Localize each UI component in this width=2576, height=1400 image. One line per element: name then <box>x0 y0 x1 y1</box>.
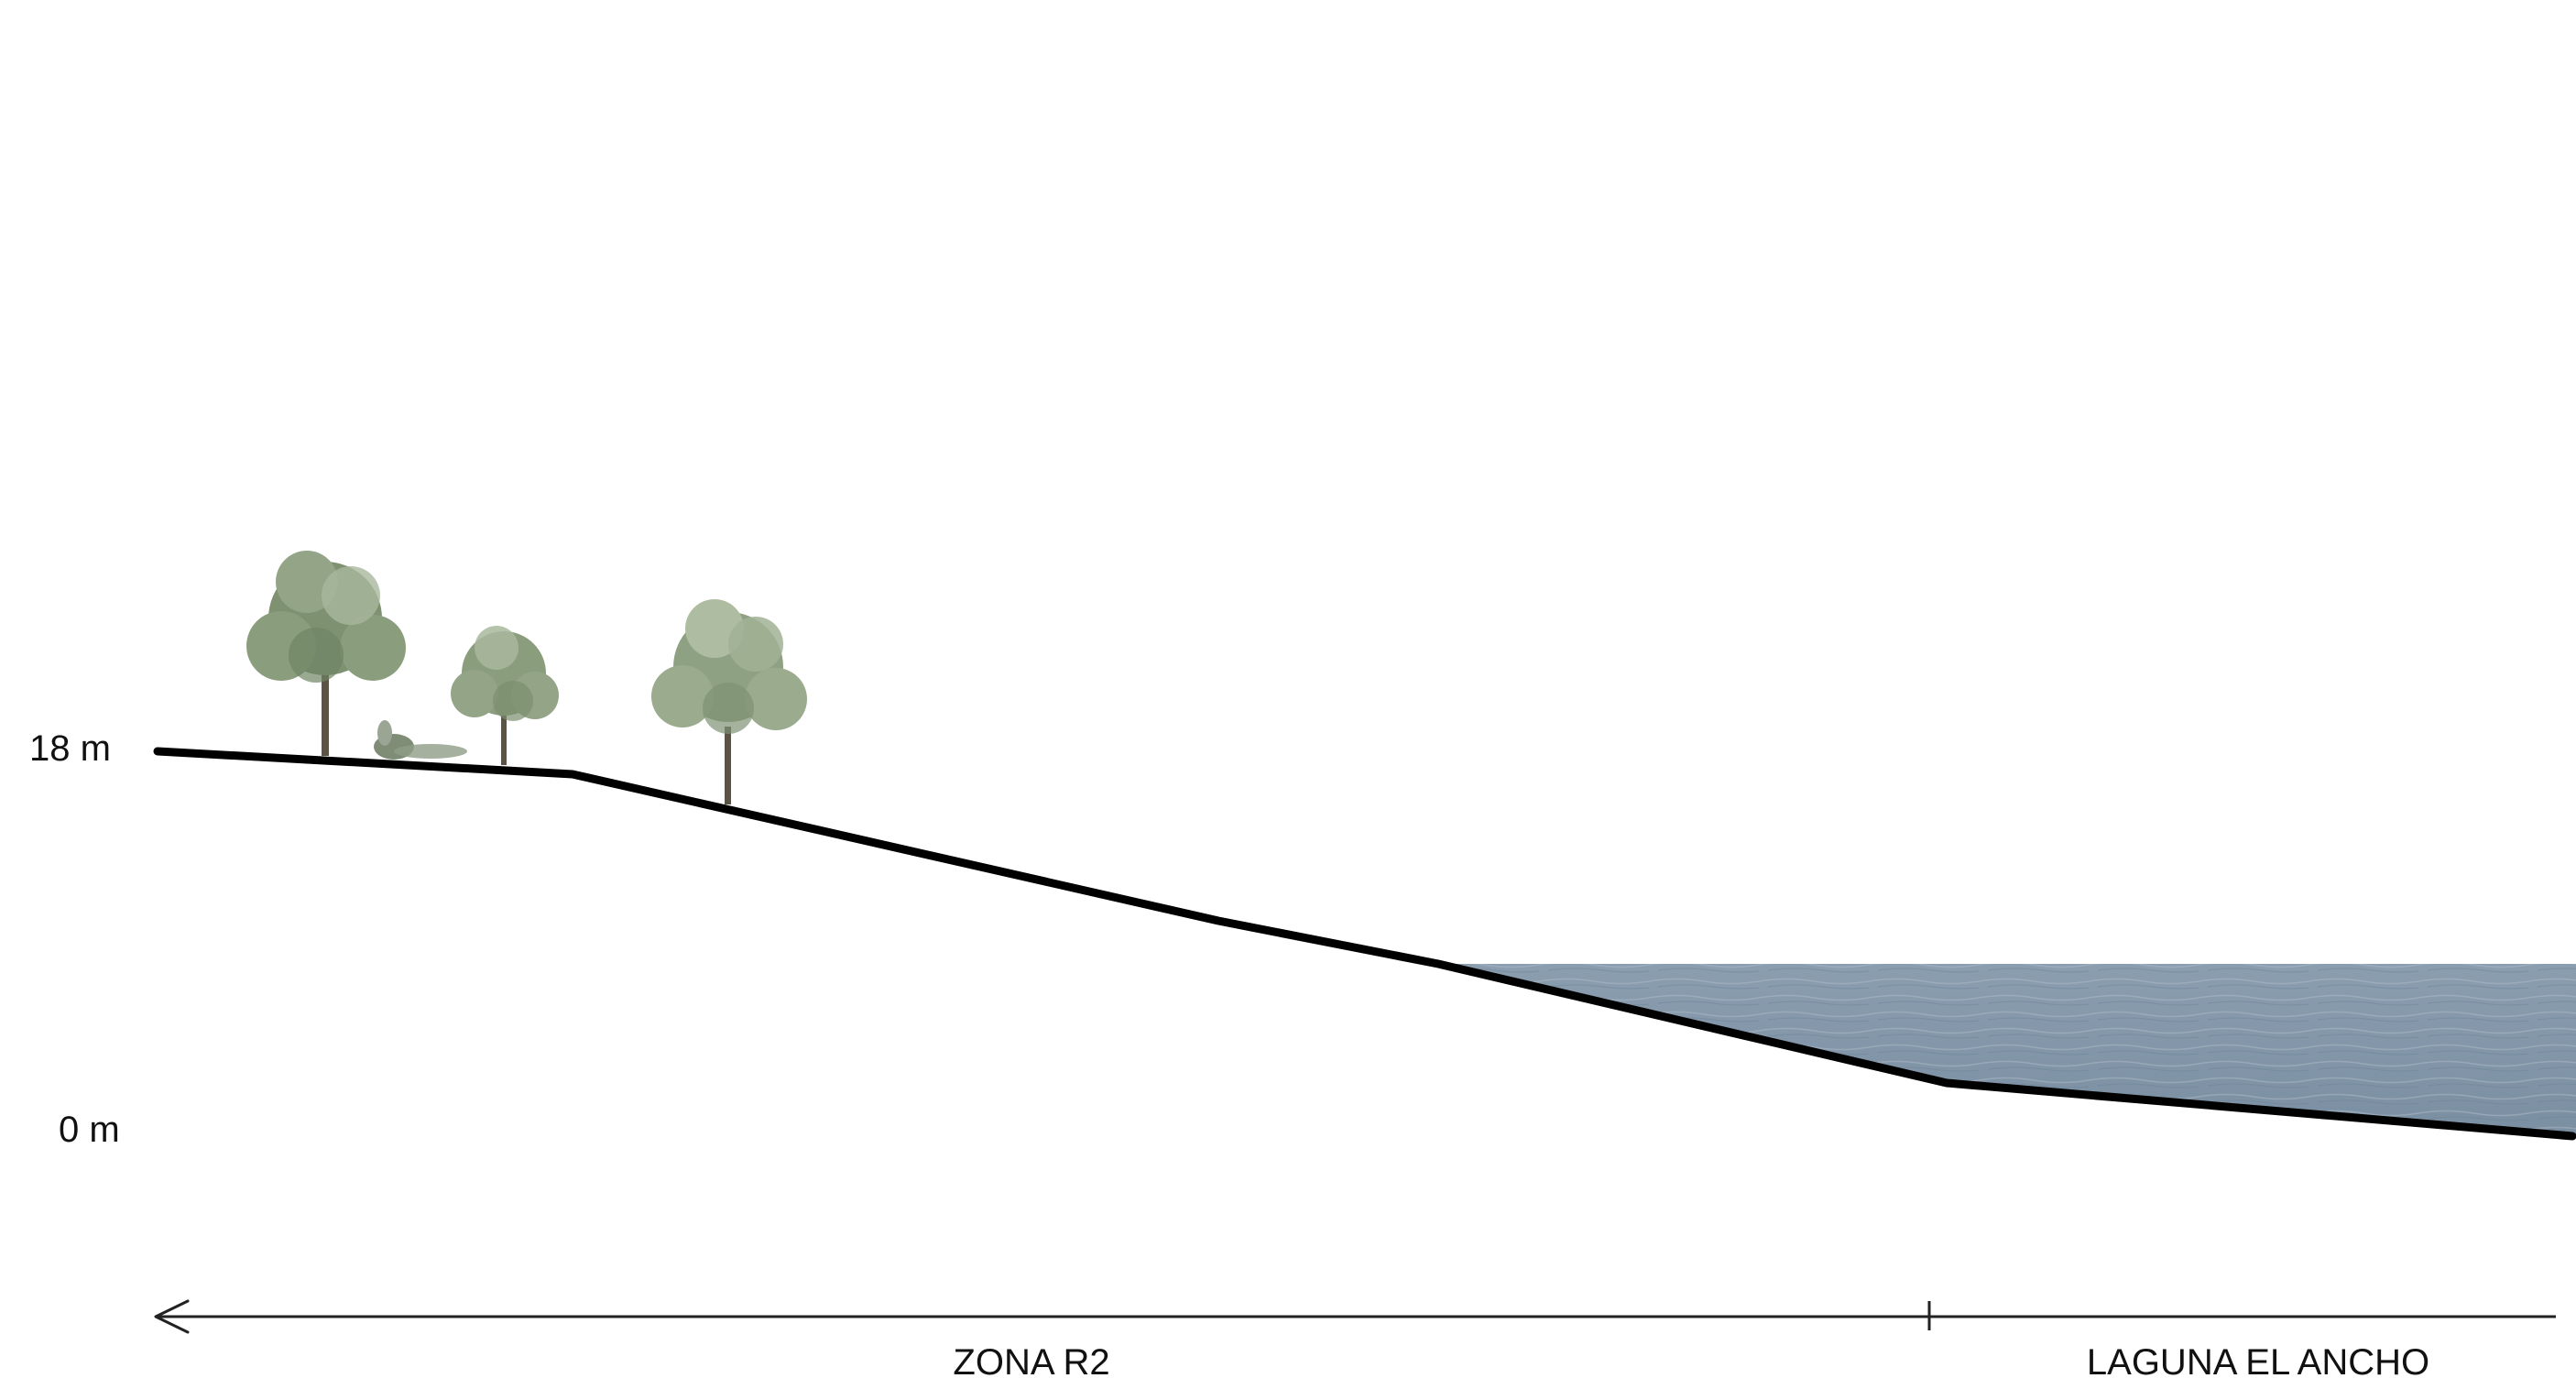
elevation-label-bottom: 0 m <box>59 1110 120 1150</box>
terrain-profile-line <box>153 747 2576 1141</box>
zone-axis <box>154 1299 2556 1334</box>
tree-icon <box>451 626 559 765</box>
tree-icon <box>651 599 807 804</box>
zone-label-right: LAGUNA EL ANCHO <box>2087 1342 2429 1383</box>
arrow-left-icon <box>154 1299 190 1334</box>
tree-icon <box>246 551 406 756</box>
shrub-icon <box>374 720 467 760</box>
lagoon-water <box>1438 964 2576 1141</box>
elevation-label-top: 18 m <box>29 728 111 769</box>
zone-label-left: ZONA R2 <box>953 1342 1109 1383</box>
